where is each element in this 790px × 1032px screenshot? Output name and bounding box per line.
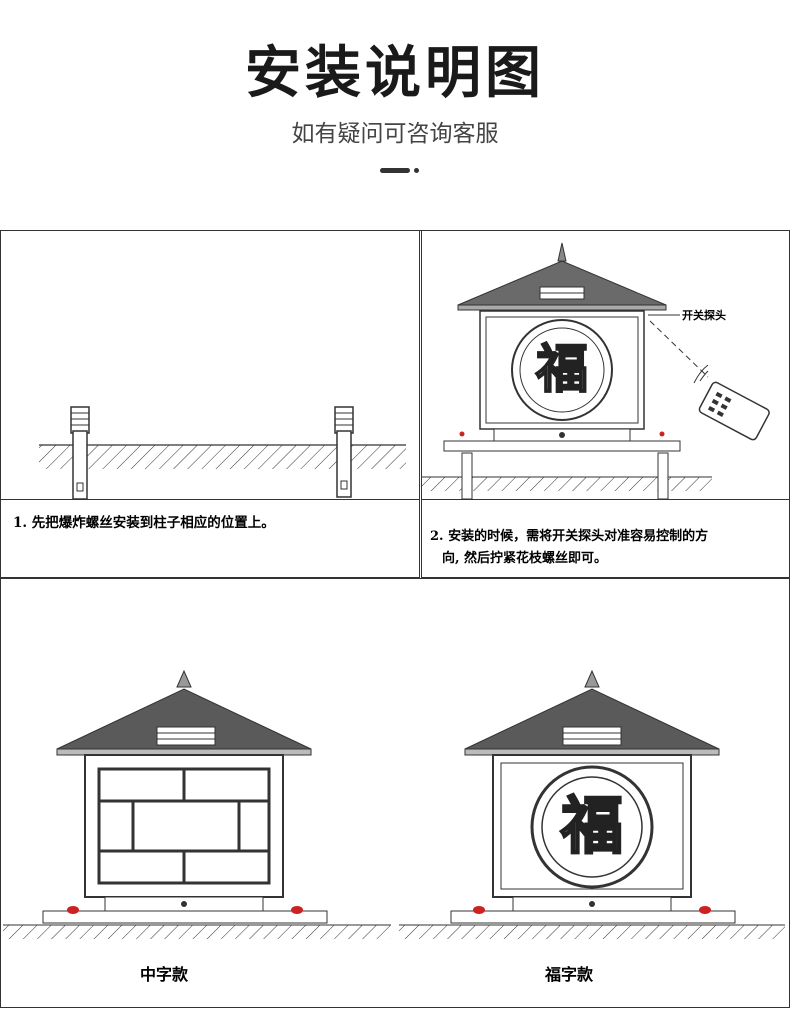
expansion-bolt-right <box>334 406 354 498</box>
step1-panel: 1. 先把爆炸螺丝安装到柱子相应的位置上。 <box>0 230 420 578</box>
styles-panel: 福 中字款 福字款 <box>0 578 790 1008</box>
step2-caption-line2: 向, 然后拧紧花枝螺丝即可。 <box>442 551 608 566</box>
step1-illustration <box>39 406 406 499</box>
page-subtitle: 如有疑问可咨询客服 <box>291 121 499 147</box>
divider-bar <box>380 168 410 173</box>
expansion-bolt-left <box>70 406 90 499</box>
step2-panel: 福 开关探头 2. 安装的时候，需将开关探头对准容易控制的方 向, 然后拧紧花枝… <box>421 230 790 578</box>
svg-text:福: 福 <box>560 789 623 862</box>
divider-dot <box>414 168 419 173</box>
step2-caption-line1: 2. 安装的时候，需将开关探头对准容易控制的方 <box>430 529 709 544</box>
step2-illustration: 福 开关探头 <box>422 242 770 500</box>
svg-text:开关探头: 开关探头 <box>682 308 726 322</box>
style-label-fu: 福字款 <box>544 965 593 984</box>
step1-caption: 1. 先把爆炸螺丝安装到柱子相应的位置上。 <box>13 515 275 531</box>
style-label-zhong: 中字款 <box>139 965 188 984</box>
styles-illustration: 福 <box>3 669 785 939</box>
page-title: 安装说明图 <box>245 41 545 106</box>
lamp-zhong <box>42 669 328 924</box>
svg-text:福: 福 <box>535 339 588 400</box>
lamp-fu: 福 <box>450 669 736 924</box>
